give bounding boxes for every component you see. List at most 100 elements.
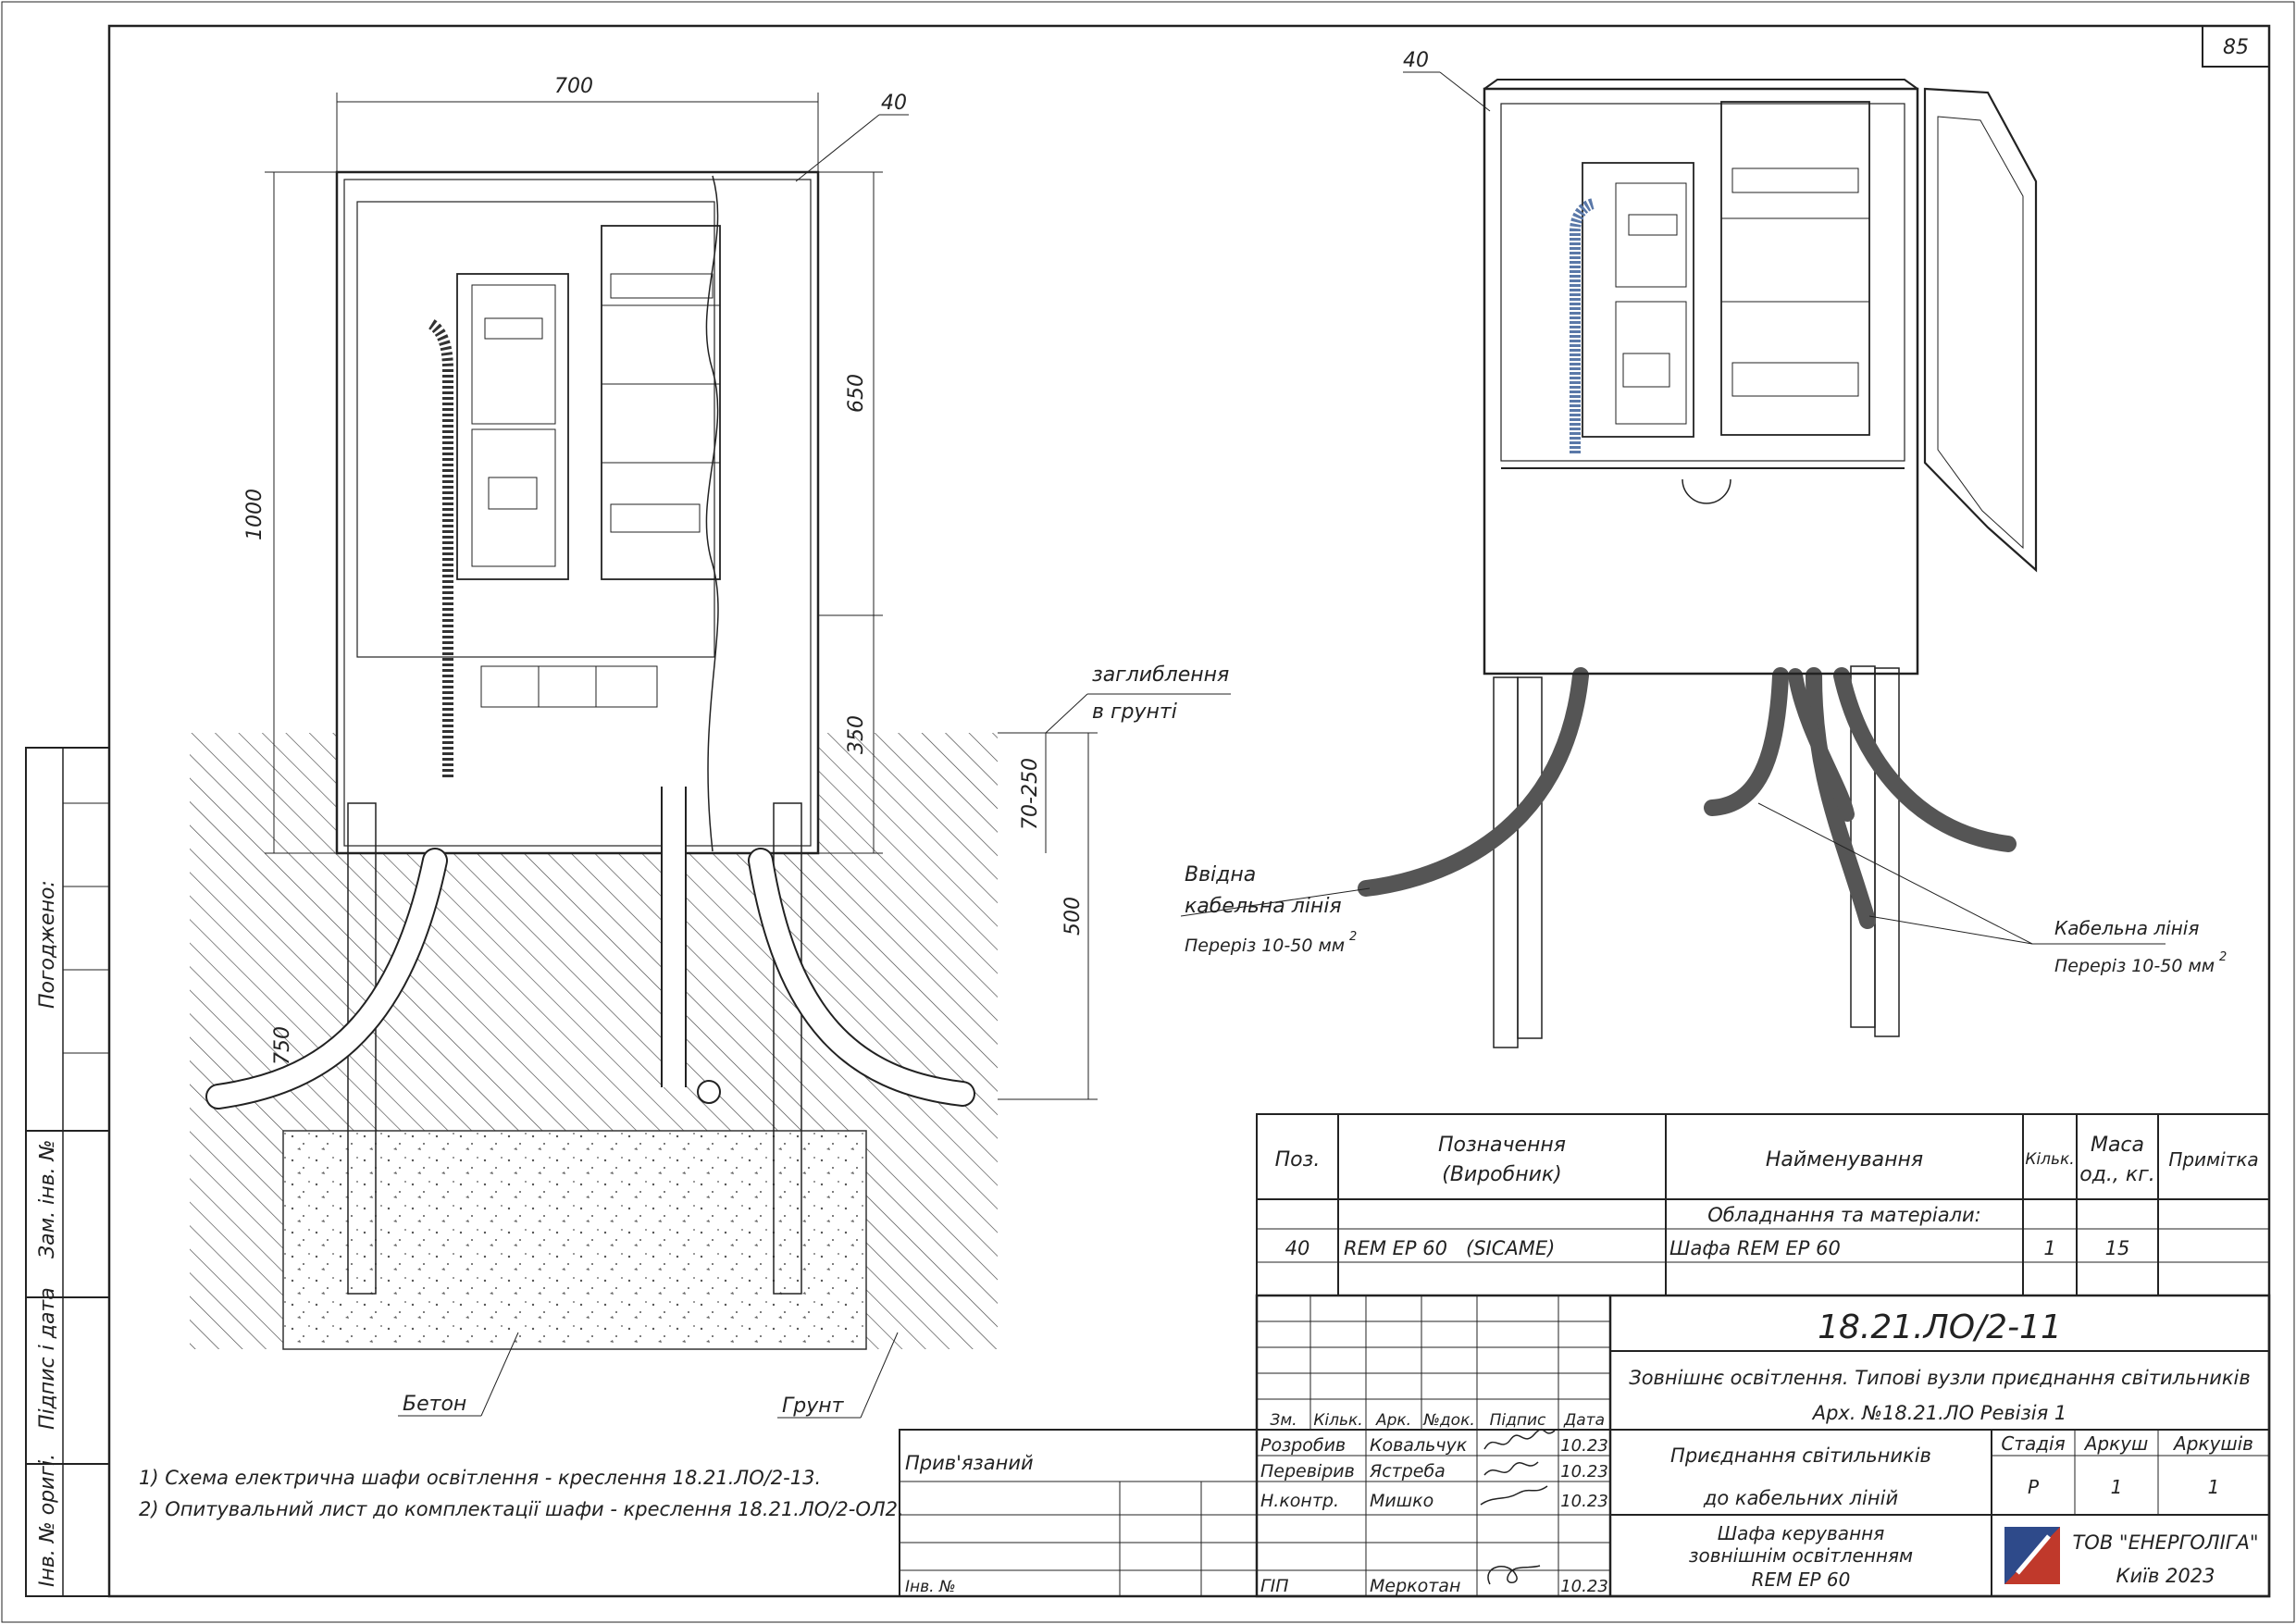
- name-developed: Ковальчук: [1370, 1435, 1468, 1456]
- iso-post-1: [1493, 676, 1519, 1048]
- drawing-title-1: Шафа керування: [1718, 1522, 1885, 1544]
- iso-cable-1: [1704, 667, 1789, 816]
- spec-row-qty: 1: [2043, 1237, 2055, 1259]
- drawing-code: 18.21.ЛО/2-11: [1818, 1308, 2062, 1346]
- inlet-section-sup: 2: [1349, 930, 1357, 944]
- project-line-2: Арх. №18.21.ЛО Ревізія 1: [1811, 1402, 2067, 1424]
- company-logo: [2004, 1527, 2060, 1584]
- date-chief-engineer: 10.23: [1560, 1577, 1608, 1596]
- col-head-doc: №док.: [1422, 1411, 1475, 1430]
- spec-row-name: Шафа REM EP 60: [1669, 1237, 1841, 1259]
- spec-row-mass: 15: [2105, 1237, 2130, 1259]
- iso-door: [1923, 87, 2038, 573]
- company-name: ТОВ "ЕНЕРГОЛІГА": [2072, 1531, 2258, 1554]
- cabinet-body: [335, 170, 820, 855]
- date-developed: 10.23: [1560, 1436, 1608, 1456]
- cable-title: Кабельна лінія: [2054, 917, 2199, 939]
- left-side-strip: Погоджено: Зам. інв. № Підпис і дата Інв…: [25, 747, 110, 1597]
- signature-1: [1483, 1429, 1556, 1450]
- concrete-label: Бетон: [403, 1393, 466, 1416]
- inlet-title-1: Ввідна: [1185, 863, 1256, 886]
- page-number: 85: [2223, 36, 2249, 59]
- name-checked: Ястреба: [1369, 1461, 1446, 1481]
- col-head-sign: Підпис: [1490, 1411, 1546, 1430]
- role-chief-engineer: ГІП: [1260, 1576, 1288, 1596]
- date-checked: 10.23: [1560, 1462, 1608, 1481]
- spec-head-mass-2: од., кг.: [2079, 1163, 2155, 1186]
- iso-conduit: [1570, 198, 1595, 453]
- dim-depth: 70-250: [1019, 758, 1042, 830]
- signature-4: [1487, 1565, 1541, 1585]
- post-right: [773, 802, 802, 1295]
- agreed-label: Погоджено:: [36, 880, 59, 1009]
- spec-section: Обладнання та матеріали:: [1707, 1204, 1980, 1226]
- sheet-title-1: Приєднання світильників: [1670, 1444, 1931, 1467]
- dim-width: 700: [554, 75, 593, 98]
- sheet-title-2: до кабельних ліній: [1703, 1487, 1898, 1509]
- dim-lower: 350: [845, 715, 868, 754]
- sign-date-label: Підпис і дата: [36, 1287, 59, 1430]
- dim-post-depth: 750: [271, 1026, 294, 1065]
- note-1: 1) Схема електрична шафи освітлення - кр…: [139, 1467, 821, 1489]
- project-line-1: Зовнішнє освітлення. Типові вузли приєдн…: [1629, 1367, 2251, 1389]
- inv-no-label: Інв. №: [905, 1578, 956, 1596]
- col-head-date: Дата: [1563, 1411, 1605, 1430]
- spec-row-designation: REM EP 60 (SICAME): [1344, 1237, 1555, 1259]
- title-block: Зм. Кільк. Арк. №док. Підпис Дата Розроб…: [899, 1294, 2271, 1598]
- iso-meter-module: [1582, 162, 1694, 438]
- dim-upper: 650: [845, 374, 868, 413]
- signature-2: [1483, 1461, 1539, 1476]
- sheet-value: 1: [2111, 1476, 2123, 1498]
- iso-position-label: 40: [1403, 49, 1429, 72]
- signature-3: [1480, 1485, 1548, 1506]
- spec-head-designation-2: (Виробник): [1442, 1163, 1562, 1186]
- sheet-head: Аркуш: [2083, 1432, 2149, 1455]
- zam-inv-label: Зам. інв. №: [36, 1140, 59, 1259]
- iso-cable-2: [1806, 667, 1876, 929]
- role-checked: Перевірив: [1260, 1461, 1355, 1481]
- note-2: 2) Опитувальний лист до комплектації шаф…: [139, 1498, 904, 1520]
- isometric-view: 40 Ввідна кабельна лінія Переріз 10-50 м…: [1180, 49, 2227, 1048]
- stage-value: Р: [2028, 1476, 2040, 1498]
- meter-module: [456, 273, 569, 580]
- iso-post-2: [1517, 676, 1543, 1039]
- attached-label: Прив'язаний: [905, 1452, 1034, 1474]
- spec-head-pos: Поз.: [1275, 1148, 1321, 1172]
- cable-section-sup: 2: [2219, 950, 2227, 964]
- dim-height: 1000: [243, 489, 267, 540]
- front-view: 700 1000 650 350 70-250 500 750 40 загли…: [190, 75, 1231, 1419]
- iso-cabinet-interior: [1500, 103, 1905, 462]
- role-norm-control: Н.контр.: [1260, 1491, 1339, 1511]
- cable-section: Переріз 10-50 мм: [2054, 956, 2215, 976]
- burial-label-1: заглиблення: [1092, 663, 1229, 687]
- col-head-kilk: Кільк.: [1313, 1411, 1362, 1430]
- date-norm-control: 10.23: [1560, 1492, 1608, 1511]
- page-number-box: [2202, 25, 2270, 68]
- sheets-value: 1: [2208, 1476, 2220, 1498]
- mounting-plate: [356, 201, 715, 658]
- iso-cabinet-body: [1483, 87, 1919, 676]
- iso-cable-3: [1833, 667, 2017, 852]
- dim-foundation: 500: [1061, 897, 1085, 936]
- iso-distribution-module: [1720, 101, 1870, 436]
- name-norm-control: Мишко: [1370, 1491, 1433, 1511]
- distribution-module: [601, 225, 721, 580]
- inlet-title-2: кабельна лінія: [1185, 895, 1342, 918]
- soil-label: Грунт: [782, 1395, 845, 1418]
- inv-orig-label: Інв. № оригі.: [36, 1454, 59, 1587]
- spec-head-designation-1: Позначення: [1438, 1134, 1566, 1157]
- section-break-line: [705, 175, 719, 852]
- col-head-zm: Зм.: [1270, 1411, 1297, 1430]
- iso-post-4: [1874, 667, 1900, 1037]
- sheets-head: Аркушів: [2172, 1432, 2253, 1455]
- drawing-title-3: REM EP 60: [1752, 1568, 1851, 1591]
- terminal-row: [480, 665, 658, 708]
- role-developed: Розробив: [1260, 1435, 1346, 1456]
- spec-head-mass-1: Маса: [2091, 1134, 2144, 1157]
- inlet-section: Переріз 10-50 мм: [1185, 936, 1345, 956]
- stage-head: Стадія: [2001, 1432, 2065, 1455]
- name-chief-engineer: Меркотан: [1370, 1576, 1460, 1596]
- burial-label-2: в грунті: [1092, 700, 1177, 724]
